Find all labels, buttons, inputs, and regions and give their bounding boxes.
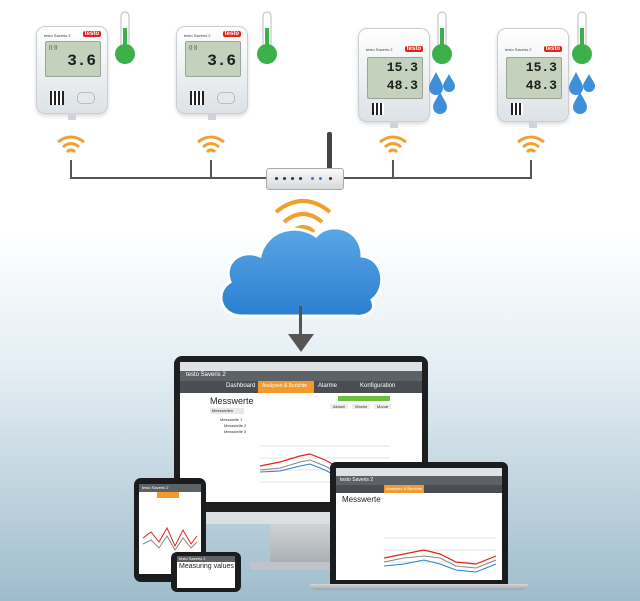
- thermometer-icon: [432, 11, 452, 64]
- filter-month[interactable]: Monat: [374, 404, 392, 409]
- tab-alarms[interactable]: Alarme: [318, 383, 338, 389]
- connector-line: [392, 160, 394, 178]
- water-drops-icon: [569, 72, 595, 114]
- sensor-1: testo Saveris 2 testo ((·)) 3.6: [36, 26, 108, 120]
- wifi-signal-icon: [57, 135, 85, 154]
- sensor-value: 3.6: [67, 52, 96, 70]
- sensor-stem: [390, 121, 398, 128]
- monitor-stand: [270, 524, 332, 564]
- sensor-name: testo Saveris 2: [184, 33, 211, 38]
- sensor-display: ((·)) 3.6: [45, 41, 101, 77]
- qr-code-icon: [190, 91, 204, 105]
- sensor-display: 15.3 48.3: [367, 57, 423, 99]
- page-title: Messwerte: [210, 396, 254, 406]
- tab-config[interactable]: Konfiguration: [360, 383, 396, 389]
- sensor-value: 15.3: [525, 60, 557, 75]
- laptop-screen: testo Saveris 2 Analysen & Berichte Mess…: [336, 468, 502, 580]
- arrow-down-icon: [288, 334, 314, 352]
- page-title: Measuring values: [179, 563, 234, 570]
- sensor-button: [77, 92, 95, 104]
- sensor-stem: [68, 113, 76, 120]
- sidebar-header: Messstellen: [212, 408, 234, 413]
- sensor-brand: testo: [82, 31, 101, 37]
- sensor-2: testo Saveris 2 testo ((·)) 3.6: [176, 26, 248, 120]
- app-title: testo Saveris 2: [186, 372, 226, 378]
- water-drops-icon: [429, 72, 455, 114]
- app-title: testo Saveris 2: [179, 556, 206, 561]
- sensor-3: testo Saveris 2 testo 15.3 48.3: [358, 28, 430, 128]
- connector-line: [70, 160, 72, 178]
- sensor-value-humidity: 48.3: [525, 78, 557, 93]
- sensor-stem: [208, 113, 216, 120]
- sensor-value-humidity: 48.3: [386, 78, 418, 93]
- tree-item[interactable]: Messstelle 1: [220, 417, 243, 422]
- sensor-brand: testo: [404, 46, 423, 52]
- wifi-signal-icon: [379, 135, 407, 154]
- page-title: Messwerte: [342, 495, 381, 504]
- router-icon: [266, 168, 344, 190]
- wifi-icon: ((·)): [49, 45, 58, 51]
- app-title: testo Saveris 2: [142, 485, 169, 490]
- filter-current[interactable]: Aktuell: [330, 404, 349, 409]
- sensor-button: [217, 92, 235, 104]
- wifi-icon: ((·)): [189, 45, 198, 51]
- sensor-name: testo Saveris 2: [44, 33, 71, 38]
- tab-analyses[interactable]: Analysen & Berichte: [262, 383, 308, 389]
- sensor-brand: testo: [543, 46, 562, 52]
- sensor-display: 15.3 48.3: [506, 57, 562, 99]
- green-button[interactable]: [338, 396, 390, 401]
- tree-item[interactable]: Messstelle 3: [224, 429, 247, 434]
- tab-dashboard[interactable]: Dashboard: [226, 383, 256, 389]
- sensor-display: ((·)) 3.6: [185, 41, 241, 77]
- sensor-value: 15.3: [386, 60, 418, 75]
- sensor-brand: testo: [222, 31, 241, 37]
- filter-week[interactable]: Woche: [352, 404, 371, 409]
- wifi-signal-icon: [517, 135, 545, 154]
- connector-line: [210, 160, 212, 178]
- thermometer-icon: [257, 11, 277, 64]
- sensor-stem: [529, 121, 537, 128]
- arrow-line: [299, 306, 302, 336]
- sensor-name: testo Saveris 2: [366, 47, 393, 52]
- monitor-base: [250, 562, 352, 570]
- thermometer-icon: [572, 11, 592, 64]
- tab-analyses-active[interactable]: [258, 381, 314, 393]
- phone-screen: testo Saveris 2 Measuring values: [177, 556, 235, 588]
- qr-code-icon: [511, 103, 523, 115]
- thermometer-icon: [115, 11, 135, 64]
- tab-analyses[interactable]: Analysen & Berichte: [386, 486, 423, 491]
- laptop-chart: [383, 537, 497, 573]
- tree-item[interactable]: Messstelle 2: [224, 423, 247, 428]
- tablet-screen: testo Saveris 2: [139, 484, 201, 574]
- sensor-4: testo Saveris 2 testo 15.3 48.3: [497, 28, 569, 128]
- tab-analyses-active[interactable]: [384, 485, 424, 493]
- wifi-signal-icon: [197, 135, 225, 154]
- laptop-base: [310, 584, 528, 590]
- qr-code-icon: [50, 91, 64, 105]
- connector-line: [530, 160, 532, 178]
- active-tab[interactable]: [157, 492, 179, 498]
- app-title: testo Saveris 2: [340, 477, 374, 483]
- qr-code-icon: [372, 103, 384, 115]
- sensor-value: 3.6: [207, 52, 236, 70]
- router-antenna: [327, 132, 332, 170]
- tablet-chart: [142, 526, 198, 551]
- cloud-icon: [219, 226, 384, 318]
- sensor-name: testo Saveris 2: [505, 47, 532, 52]
